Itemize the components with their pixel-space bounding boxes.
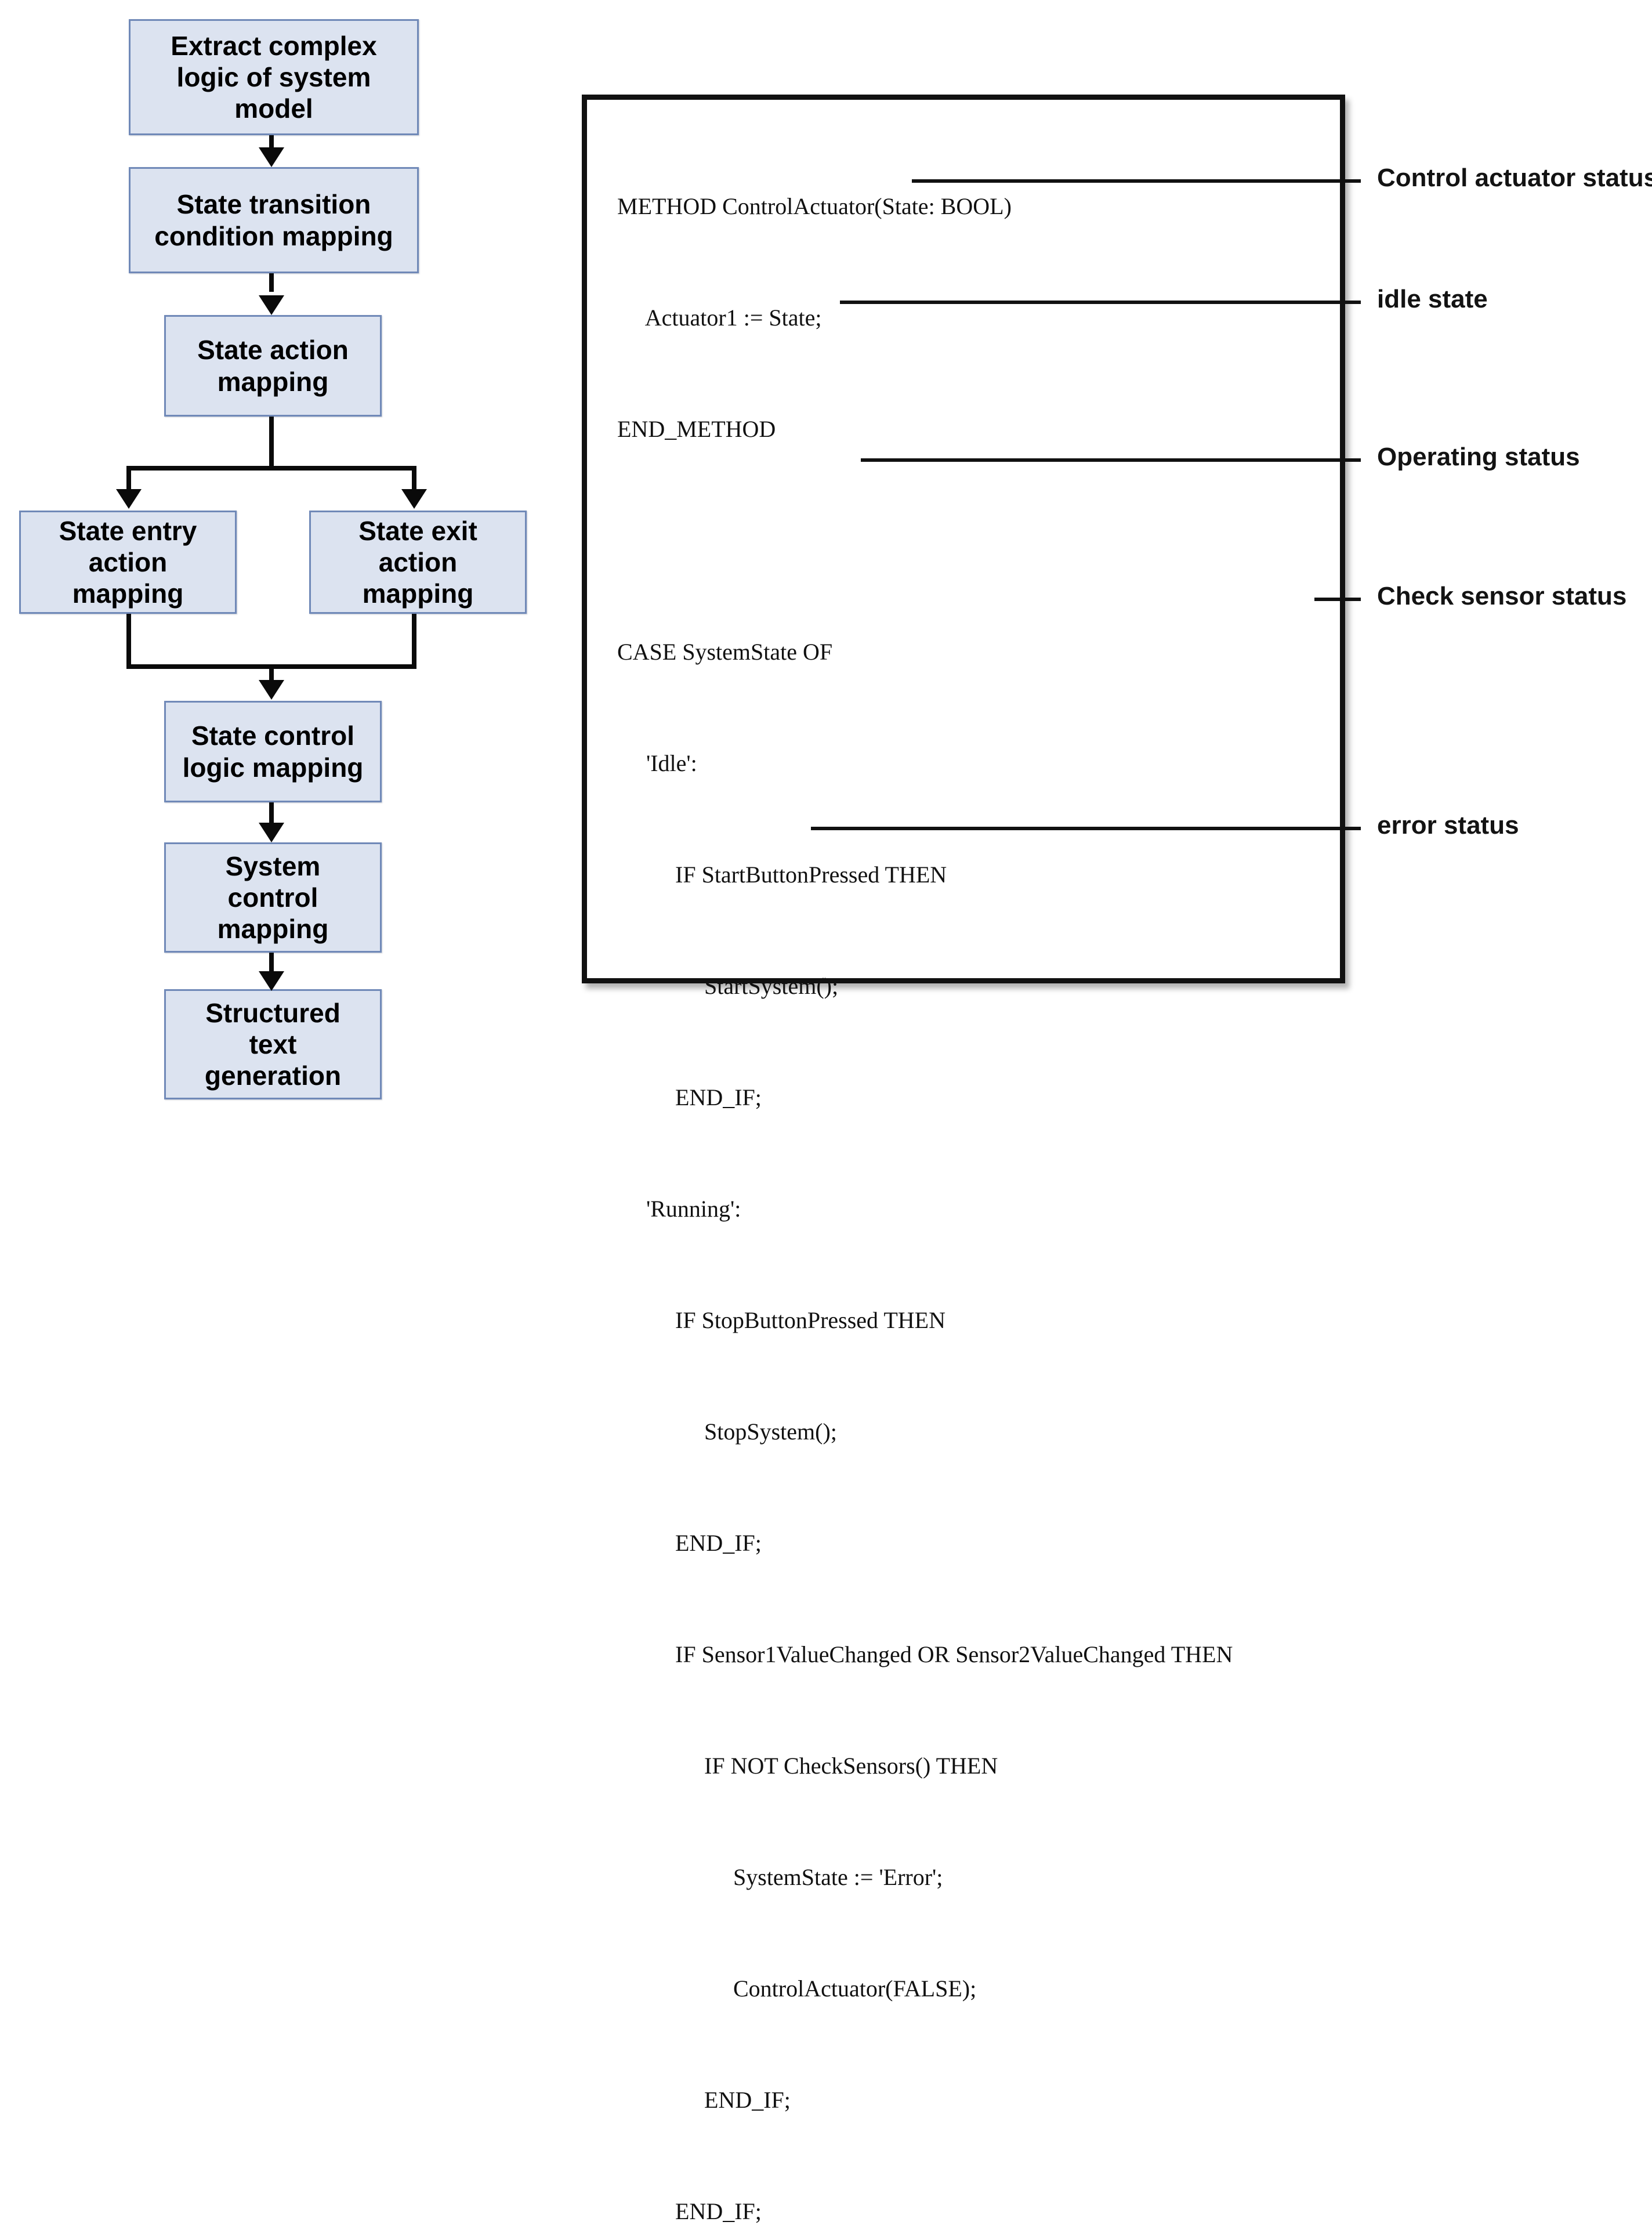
code-line: ControlActuator(FALSE);: [617, 1975, 977, 2002]
flow-edge-split-left-drop: [126, 466, 131, 492]
arrow-head-icon: [259, 680, 284, 700]
flow-edge-split-bar: [126, 466, 416, 471]
arrow-head-icon: [259, 971, 284, 991]
flow-node-label: State action mapping: [197, 335, 349, 397]
arrow-head-icon: [259, 295, 284, 315]
code-line: END_IF;: [617, 1084, 762, 1110]
flow-edge-systemcontrol-structured: [269, 953, 274, 976]
arrow-head-icon: [259, 147, 284, 167]
arrow-head-icon: [116, 489, 142, 509]
flow-node-exit-action[interactable]: State exit action mapping: [309, 511, 527, 614]
code-line: METHOD ControlActuator(State: BOOL): [617, 193, 1012, 219]
flow-node-label: State control logic mapping: [182, 721, 364, 783]
flow-edge-entry-merge-drop: [126, 614, 131, 668]
code-line: 'Idle':: [617, 750, 697, 776]
flow-node-label: System control mapping: [217, 851, 329, 945]
flow-node-system-control[interactable]: System control mapping: [164, 842, 382, 953]
code-line: END_METHOD: [617, 416, 776, 442]
code-line: IF NOT CheckSensors() THEN: [617, 1753, 998, 1779]
code-line: StartSystem();: [617, 973, 839, 999]
flow-edge-merge-stem: [269, 664, 274, 685]
callout-label-error: error status: [1377, 811, 1519, 840]
code-line: IF StartButtonPressed THEN: [617, 862, 947, 888]
flow-node-label: Extract complex logic of system model: [171, 30, 377, 124]
flow-edge-statecontrol-systemcontrol: [269, 802, 274, 826]
code-line: 'Running':: [617, 1196, 741, 1222]
flow-node-state-action[interactable]: State action mapping: [164, 315, 382, 417]
callout-tick-error: [1341, 827, 1361, 830]
flow-node-label: State exit action mapping: [358, 515, 477, 609]
flow-node-label: State transition condition mapping: [154, 189, 393, 251]
code-line: StopSystem();: [617, 1419, 837, 1445]
callout-label-running: Operating status: [1377, 443, 1580, 471]
callout-leader-line-actuator: [912, 179, 1341, 183]
callout-label-sensor: Check sensor status: [1377, 582, 1627, 610]
flow-edge-exit-merge-drop: [412, 614, 416, 668]
callout-tick-idle: [1341, 301, 1361, 304]
code-line: IF StopButtonPressed THEN: [617, 1307, 945, 1333]
flow-node-extract[interactable]: Extract complex logic of system model: [129, 19, 419, 135]
code-line: END_IF;: [617, 2198, 762, 2224]
callout-label-actuator: Control actuator status: [1377, 164, 1652, 192]
code-line: END_IF;: [617, 1530, 762, 1556]
code-line: IF Sensor1ValueChanged OR Sensor2ValueCh…: [617, 1641, 1233, 1667]
callout-leader-line-error: [811, 827, 1341, 830]
callout-leader-line-running: [861, 458, 1341, 462]
arrow-head-icon: [401, 489, 427, 509]
structured-text-code-panel: METHOD ControlActuator(State: BOOL) Actu…: [582, 95, 1345, 2224]
callout-leader-line-sensor: [1314, 598, 1341, 601]
callout-tick-actuator: [1341, 179, 1361, 183]
code-listing: METHOD ControlActuator(State: BOOL) Actu…: [617, 114, 1331, 2229]
flow-node-label: State entry action mapping: [59, 515, 197, 609]
code-line: END_IF;: [617, 2087, 791, 2113]
flow-edge-extract-transition: [269, 135, 274, 153]
flow-edge-split-right-drop: [412, 466, 416, 492]
callout-label-idle: idle state: [1377, 285, 1488, 313]
callout-tick-running: [1341, 458, 1361, 462]
flow-node-label: Structured text generation: [204, 997, 342, 1091]
code-line: CASE SystemState OF: [617, 639, 833, 665]
flow-node-state-control[interactable]: State control logic mapping: [164, 701, 382, 802]
flowchart-panel: Extract complex logic of system model St…: [0, 0, 580, 1114]
flow-node-structured-text[interactable]: Structured text generation: [164, 989, 382, 1099]
arrow-head-icon: [259, 823, 284, 842]
flow-node-entry-action[interactable]: State entry action mapping: [19, 511, 237, 614]
code-line: SystemState := 'Error';: [617, 1864, 943, 1890]
code-line: [617, 522, 1331, 559]
code-line: Actuator1 := State;: [617, 305, 822, 331]
flow-edge-transition-stateaction: [269, 273, 274, 292]
flow-edge-stateaction-split-stem: [269, 417, 274, 469]
callout-leader-line-idle: [840, 301, 1341, 304]
callout-tick-sensor: [1341, 598, 1361, 601]
flow-node-transition[interactable]: State transition condition mapping: [129, 167, 419, 273]
